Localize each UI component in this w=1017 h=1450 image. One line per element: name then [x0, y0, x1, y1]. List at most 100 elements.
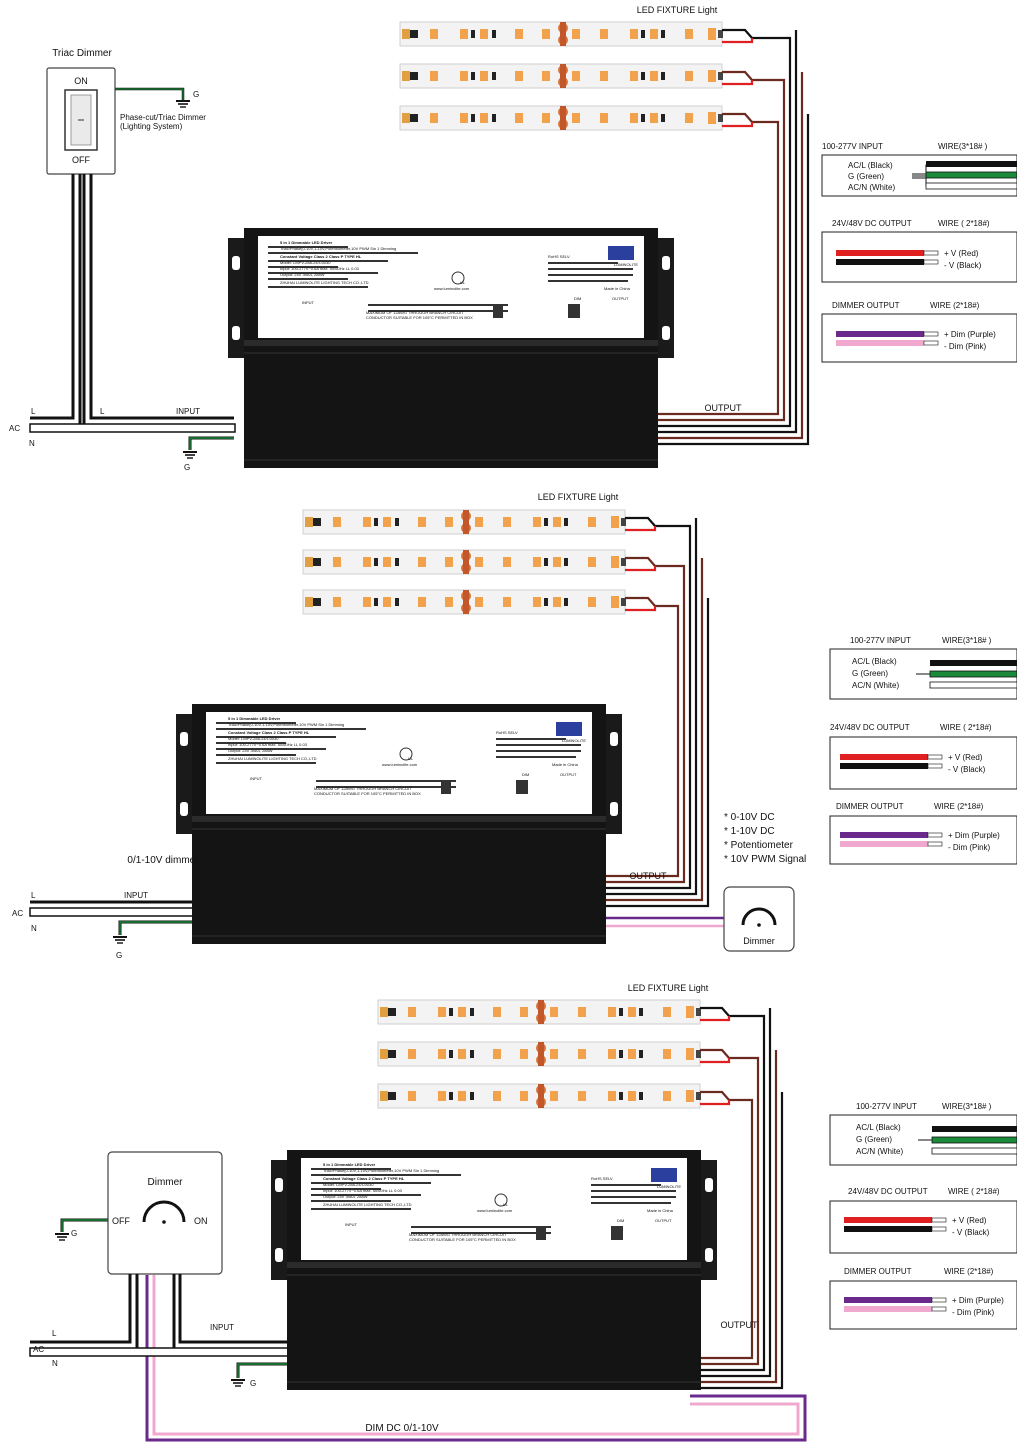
driver-label-line: Output: 24V 3nA4, 288W — [228, 748, 273, 753]
legend-dminus: - Dim (Pink) — [944, 342, 987, 351]
legend-dimmer-wire: WIRE (2*18#) — [930, 301, 980, 310]
ul-mark: UL — [503, 1202, 509, 1207]
led-strip — [399, 105, 724, 131]
driver-label-web: www.luminolite.com — [477, 1208, 513, 1213]
led-strip — [377, 1041, 702, 1067]
section-2-0-10v: LED FIXTURE Light OUTPUT * 0-10V DC * 1-… — [12, 492, 806, 960]
legend-dimmer-title: DIMMER OUTPUT — [832, 301, 900, 310]
dimmer-knob-box[interactable]: Dimmer — [723, 886, 795, 952]
n-label: N — [52, 1359, 58, 1368]
input-wires — [29, 174, 236, 450]
legend-acn: AC/N (White) — [856, 1147, 903, 1156]
input-wires — [29, 1218, 297, 1378]
input-label: INPUT — [176, 407, 200, 416]
legend-output-wire: WIRE ( 2*18#) — [938, 219, 990, 228]
dimmer-note-1: Phase-cut/Triac Dimmer — [120, 113, 206, 122]
driver-label-input: INPUT — [302, 300, 315, 305]
ac-label: AC — [9, 424, 20, 433]
ground-icon — [182, 451, 198, 459]
ground-label: G — [116, 951, 122, 960]
switch-off-label: OFF — [72, 155, 90, 165]
legend-dimmer-title: DIMMER OUTPUT — [836, 802, 904, 811]
driver-label-warning: CONDUCTOR SUITABLE FOR 105°C PERMITTED I… — [366, 315, 473, 320]
legend-acl: AC/L (Black) — [852, 657, 897, 666]
driver-label-brand: LUMINOLITE — [562, 738, 586, 743]
driver-label-title: 5 in 1 Dimmable LED Driver — [228, 716, 281, 721]
driver-label-warning: CONDUCTOR SUITABLE FOR 105°C PERMITTED I… — [314, 791, 421, 796]
output-label: OUTPUT — [705, 403, 743, 413]
ground-label-2: G — [250, 1379, 256, 1388]
driver-label-dim: DIM — [574, 296, 581, 301]
driver-label-rohs: RoHS SELV — [496, 730, 518, 735]
legend-acn: AC/N (White) — [852, 681, 899, 690]
fixture-title: LED FIXTURE Light — [637, 5, 718, 15]
dimmer-on: ON — [194, 1216, 208, 1226]
l2-label: L — [100, 407, 105, 416]
legend-output-title: 24V/48V DC OUTPUT — [832, 219, 912, 228]
driver-labels-1: 5 in 1 Dimmable LED Driver Triac/Phase(0… — [280, 240, 638, 320]
driver-label-line: Input: 100-277V~0.6A max. 50/60Hz LL 0.0… — [323, 1188, 403, 1193]
output-label: OUTPUT — [721, 1320, 759, 1330]
option-text: * 0-10V DC — [724, 812, 775, 823]
ground-icon — [112, 936, 128, 944]
legend-input-title: 100-277V INPUT — [850, 636, 911, 645]
led-strip — [399, 63, 724, 89]
legend-input-title: 100-277V INPUT — [822, 142, 883, 151]
driver-labels-2: 5 in 1 Dimmable LED Driver Triac/Phase(0… — [228, 716, 586, 796]
led-strip — [399, 21, 724, 47]
driver-label-web: www.luminolite.com — [382, 762, 418, 767]
triac-switch[interactable]: ON OFF — [46, 67, 116, 175]
legend-input-wire: WIRE(3*18# ) — [942, 1102, 992, 1111]
dimmer-0-10v-box[interactable]: Dimmer OFF ON — [107, 1151, 223, 1275]
led-strip — [377, 999, 702, 1025]
legend-acl: AC/L (Black) — [856, 1123, 901, 1132]
driver-label-line: Input: 100-277V~0.6A max. 50/60Hz LL 0.0… — [280, 266, 360, 271]
driver-label-line: Output: 24V 3nA4, 288W — [280, 272, 325, 277]
led-strip — [377, 1083, 702, 1109]
dim-label: DIM DC 0/1-10V — [365, 1423, 439, 1434]
led-strip — [302, 589, 627, 615]
driver-label-input: INPUT — [250, 776, 263, 781]
ul-mark: UL — [460, 280, 466, 285]
legend-dplus: + Dim (Purple) — [952, 1296, 1004, 1305]
legend-dplus: + Dim (Purple) — [944, 330, 996, 339]
driver-label-line: Triac/Phase(0-10V,1-10V,Potentiometer,10… — [280, 246, 396, 251]
driver-label-line: ZHUHAI LUMINOLITE LIGHTING TECH CO.,LTD — [280, 280, 369, 285]
driver-label-made: Made in China — [647, 1208, 674, 1213]
driver-label-line: Constant Voltage Class 2 Class P TYPE HL — [280, 254, 362, 259]
driver-label-output: OUTPUT — [655, 1218, 672, 1223]
driver-label-line: ZHUHAI LUMINOLITE LIGHTING TECH CO.,LTD — [228, 756, 317, 761]
dimming-options: * 0-10V DC * 1-10V DC * Potentiometer * … — [724, 812, 806, 865]
legend-dminus: - Dim (Pink) — [948, 843, 991, 852]
led-strip — [302, 549, 627, 575]
dimmer-title: Triac Dimmer — [52, 48, 112, 59]
output-wires — [658, 28, 810, 446]
ground-icon — [54, 1233, 70, 1241]
legend-output-title: 24V/48V DC OUTPUT — [848, 1187, 928, 1196]
ground-icon — [175, 100, 191, 108]
wire-legend-3: 100-277V INPUT WIRE(3*18# ) AC/L (Black)… — [829, 1102, 1017, 1330]
driver-label-warning: CONDUCTOR SUITABLE FOR 105°C PERMITTED I… — [409, 1237, 516, 1242]
legend-output-wire: WIRE ( 2*18#) — [948, 1187, 1000, 1196]
n-label: N — [31, 924, 37, 933]
driver-label-made: Made in China — [604, 286, 631, 291]
driver-label-brand: LUMINOLITE — [657, 1184, 681, 1189]
input-label: INPUT — [124, 891, 148, 900]
ac-label: AC — [12, 909, 23, 918]
legend-dimmer-title: DIMMER OUTPUT — [844, 1267, 912, 1276]
wire-legend-1: 100-277V INPUT WIRE(3*18# ) AC/L (Black)… — [821, 142, 1017, 363]
driver-label-input: INPUT — [345, 1222, 358, 1227]
legend-output-wire: WIRE ( 2*18#) — [940, 723, 992, 732]
ac-label: AC — [33, 1345, 44, 1354]
input-wires — [29, 900, 206, 935]
wire-legend-2: 100-277V INPUT WIRE(3*18# ) AC/L (Black)… — [829, 636, 1017, 865]
driver-label-rohs: RoHS SELV — [591, 1176, 613, 1181]
output-label: OUTPUT — [630, 871, 668, 881]
legend-vplus: + V (Red) — [944, 249, 979, 258]
driver-label-rohs: RoHS SELV — [548, 254, 570, 259]
driver-label-line: Triac/Phase(0-10V,1-10V,Potentiometer,10… — [323, 1168, 439, 1173]
driver-label-dim: DIM — [617, 1218, 624, 1223]
driver-label-brand: LUMINOLITE — [614, 262, 638, 267]
legend-dimmer-wire: WIRE (2*18#) — [934, 802, 984, 811]
driver-label-title: 5 in 1 Dimmable LED Driver — [280, 240, 333, 245]
